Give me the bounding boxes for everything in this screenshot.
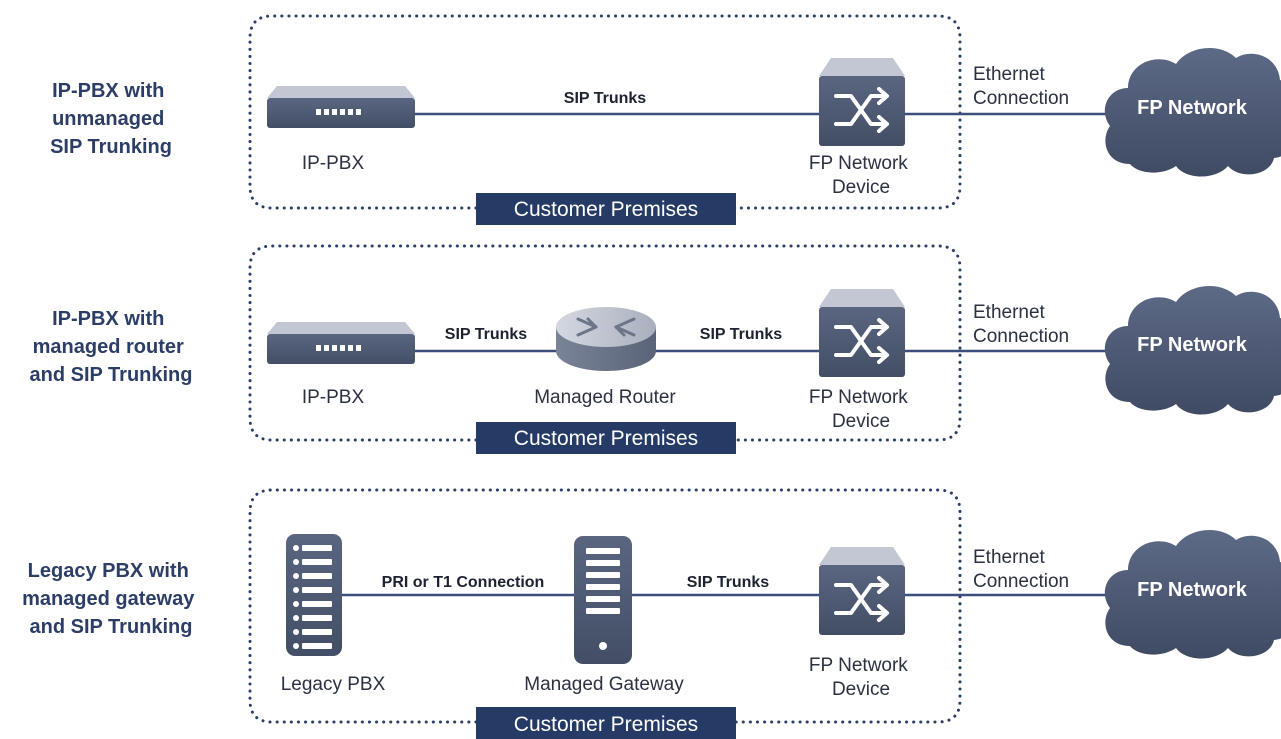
row-3: Legacy PBX with managed gateway and SIP … (22, 488, 1281, 739)
network-switch-icon (817, 545, 907, 637)
row-2: IP-PBX with managed router and SIP Trunk… (30, 244, 1281, 454)
link-label: SIP Trunks (564, 90, 647, 107)
row-2-title-line: IP-PBX with (52, 308, 164, 330)
network-switch-icon (817, 56, 907, 148)
link-label: PRI or T1 Connection (382, 574, 545, 591)
cloud-label: FP Network (1137, 334, 1248, 356)
row-2-title-line: and SIP Trunking (30, 364, 193, 386)
premises-label-text: Customer Premises (514, 427, 698, 450)
row-1-title-line: IP-PBX with (52, 80, 164, 102)
ethernet-label-line: Connection (973, 571, 1069, 592)
row-3-title: Legacy PBX with managed gateway and SIP … (22, 560, 200, 638)
row-2-title-line: managed router (33, 336, 184, 358)
cloud-label: FP Network (1137, 97, 1248, 119)
premises-label-text: Customer Premises (514, 713, 698, 736)
row-3-title-line: Legacy PBX with (28, 560, 189, 582)
device-label: Managed Gateway (524, 674, 684, 695)
premises-boundary (248, 14, 962, 210)
ethernet-label-line: Connection (973, 326, 1069, 347)
device-label: FP Network Device (809, 153, 913, 198)
cloud-label: FP Network (1137, 579, 1248, 601)
ethernet-label-line: Ethernet (973, 64, 1046, 85)
ethernet-label-line: Connection (973, 88, 1069, 109)
ethernet-label-line: Ethernet (973, 547, 1046, 568)
ethernet-label: Ethernet Connection (973, 547, 1069, 592)
row-1-title-line: unmanaged (52, 108, 164, 130)
ethernet-label: Ethernet Connection (973, 64, 1069, 109)
ethernet-label: Ethernet Connection (973, 302, 1069, 347)
device-label: IP-PBX (302, 153, 365, 174)
premises-boundary (248, 244, 962, 442)
row-2-title: IP-PBX with managed router and SIP Trunk… (30, 308, 193, 386)
device-label: FP Network Device (809, 387, 913, 432)
device-label: IP-PBX (302, 387, 365, 408)
device-label: Legacy PBX (281, 674, 386, 695)
premises-boundary (248, 488, 962, 724)
row-1-title-line: SIP Trunking (50, 136, 172, 158)
ip-pbx-icon (267, 322, 415, 364)
router-icon (554, 305, 658, 373)
device-label-line: FP Network (809, 153, 908, 174)
device-label-line: Device (832, 411, 890, 432)
network-switch-icon (817, 287, 907, 379)
device-label: FP Network Device (809, 655, 913, 700)
link-label: SIP Trunks (687, 574, 770, 591)
row-1: IP-PBX with unmanaged SIP Trunking Custo… (50, 14, 1281, 225)
link-label: SIP Trunks (700, 326, 783, 343)
gateway-server-icon (574, 536, 632, 664)
link-label: SIP Trunks (445, 326, 528, 343)
legacy-pbx-icon (286, 534, 342, 656)
row-3-title-line: managed gateway (22, 588, 195, 610)
device-label-line: Device (832, 177, 890, 198)
ethernet-label-line: Ethernet (973, 302, 1046, 323)
device-label: Managed Router (534, 387, 676, 408)
device-label-line: Device (832, 679, 890, 700)
row-1-title: IP-PBX with unmanaged SIP Trunking (50, 80, 172, 158)
premises-label-text: Customer Premises (514, 198, 698, 221)
device-label-line: FP Network (809, 387, 908, 408)
premises-label: Customer Premises (476, 422, 736, 454)
device-label-line: FP Network (809, 655, 908, 676)
ip-pbx-icon (267, 86, 415, 128)
premises-label: Customer Premises (476, 707, 736, 739)
row-3-title-line: and SIP Trunking (30, 616, 193, 638)
premises-label: Customer Premises (476, 193, 736, 225)
